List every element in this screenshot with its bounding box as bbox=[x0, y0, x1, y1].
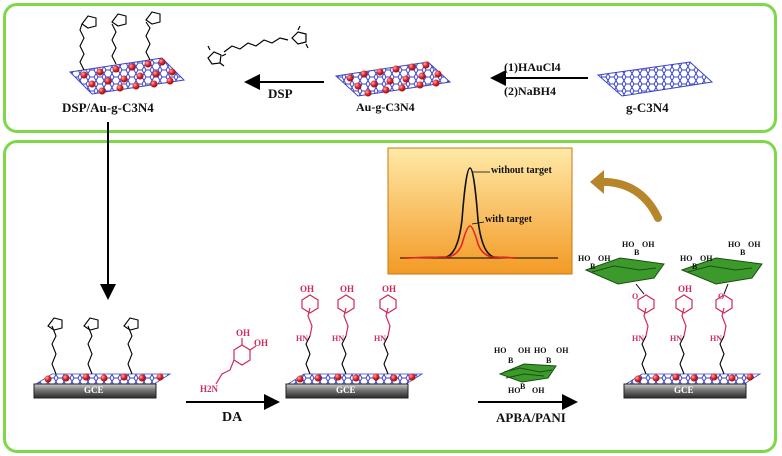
peak-without-target bbox=[403, 167, 517, 259]
label-e3-oh1: OH bbox=[598, 254, 611, 263]
label-e3-ho2: HO bbox=[622, 240, 635, 249]
label-e2-hn2: HN bbox=[332, 334, 344, 343]
label-e2-oh3: OH bbox=[382, 284, 397, 294]
label-apba-ho2: HO bbox=[534, 346, 547, 355]
label-apba-pani: APBA/PANI bbox=[496, 410, 566, 425]
gcn-sheet bbox=[596, 61, 714, 97]
label-e3-ho3: HO bbox=[680, 254, 693, 263]
label-apba-oh1: OH bbox=[518, 346, 531, 355]
label-e2-oh2: OH bbox=[340, 284, 355, 294]
label-e3-ho1: HO bbox=[578, 254, 591, 263]
label-apba-oh3: OH bbox=[532, 386, 545, 395]
au-gcn-sheet bbox=[334, 61, 452, 97]
dsp-molecule bbox=[207, 25, 309, 67]
apba-pani-molecule bbox=[498, 363, 557, 383]
pani-sheet-right bbox=[680, 257, 763, 295]
label-e3-hn2: HN bbox=[670, 334, 682, 343]
label-au-gcn: Au-g-C3N4 bbox=[356, 100, 415, 114]
label-dsp-au-gcn: DSP/Au-g-C3N4 bbox=[62, 100, 154, 115]
label-dsp: DSP bbox=[268, 86, 293, 101]
dsp-au-gcn-sheet bbox=[68, 11, 186, 95]
label-e2-hn3: HN bbox=[374, 334, 386, 343]
label-e3-b3: B bbox=[692, 262, 698, 271]
label-apba-ho3: HO bbox=[508, 386, 521, 395]
label-e3-hn1: HN bbox=[632, 334, 644, 343]
label-e3-b1: B bbox=[590, 262, 596, 271]
curved-arrow bbox=[594, 177, 662, 222]
label-e3-ho4: HO bbox=[728, 240, 741, 249]
label-apba-b1: B bbox=[508, 356, 514, 365]
label-e3-o1: O bbox=[632, 292, 639, 301]
bottom-panel bbox=[3, 140, 777, 453]
label-e3-b4: B bbox=[740, 248, 746, 257]
label-with-target: with target bbox=[485, 214, 532, 225]
label-e3-b2: B bbox=[634, 248, 640, 257]
label-gce-1: GCE bbox=[84, 385, 104, 395]
top-panel bbox=[3, 3, 777, 133]
label-apba-ho1: HO bbox=[494, 346, 507, 355]
label-gce-3: GCE bbox=[674, 385, 694, 395]
label-amine: H2N bbox=[200, 384, 218, 394]
label-e3-oh5: OH bbox=[678, 284, 693, 294]
pani-sheet-left bbox=[584, 257, 665, 295]
label-da-oh1: OH bbox=[236, 328, 251, 338]
label-e2-hn1: HN bbox=[296, 334, 308, 343]
label-e3-oh2: OH bbox=[642, 240, 655, 249]
label-nabh4: (2)NaBH4 bbox=[504, 84, 556, 98]
electrode-2 bbox=[285, 294, 424, 399]
label-gcn: g-C3N4 bbox=[626, 100, 669, 115]
peak-with-target bbox=[403, 225, 517, 259]
label-apba-oh2: OH bbox=[556, 346, 569, 355]
label-apba-b2: B bbox=[546, 356, 552, 365]
inset-plot bbox=[387, 147, 573, 275]
label-e2-oh1: OH bbox=[300, 284, 315, 294]
electrode-1 bbox=[33, 317, 172, 399]
label-e3-hn3: HN bbox=[710, 334, 722, 343]
label-e3-oh3: OH bbox=[700, 254, 713, 263]
label-e3-oh4: OH bbox=[748, 240, 761, 249]
label-without-target: without target bbox=[491, 165, 552, 176]
dopamine-molecule bbox=[215, 338, 257, 385]
label-e3-o2: O bbox=[718, 292, 725, 301]
label-da: DA bbox=[222, 410, 243, 425]
label-haucl4: (1)HAuCl4 bbox=[504, 60, 561, 74]
label-da-oh2: OH bbox=[254, 338, 269, 348]
electrode-3 bbox=[584, 257, 763, 399]
label-apba-b3: B bbox=[520, 382, 526, 391]
label-gce-2: GCE bbox=[336, 385, 356, 395]
